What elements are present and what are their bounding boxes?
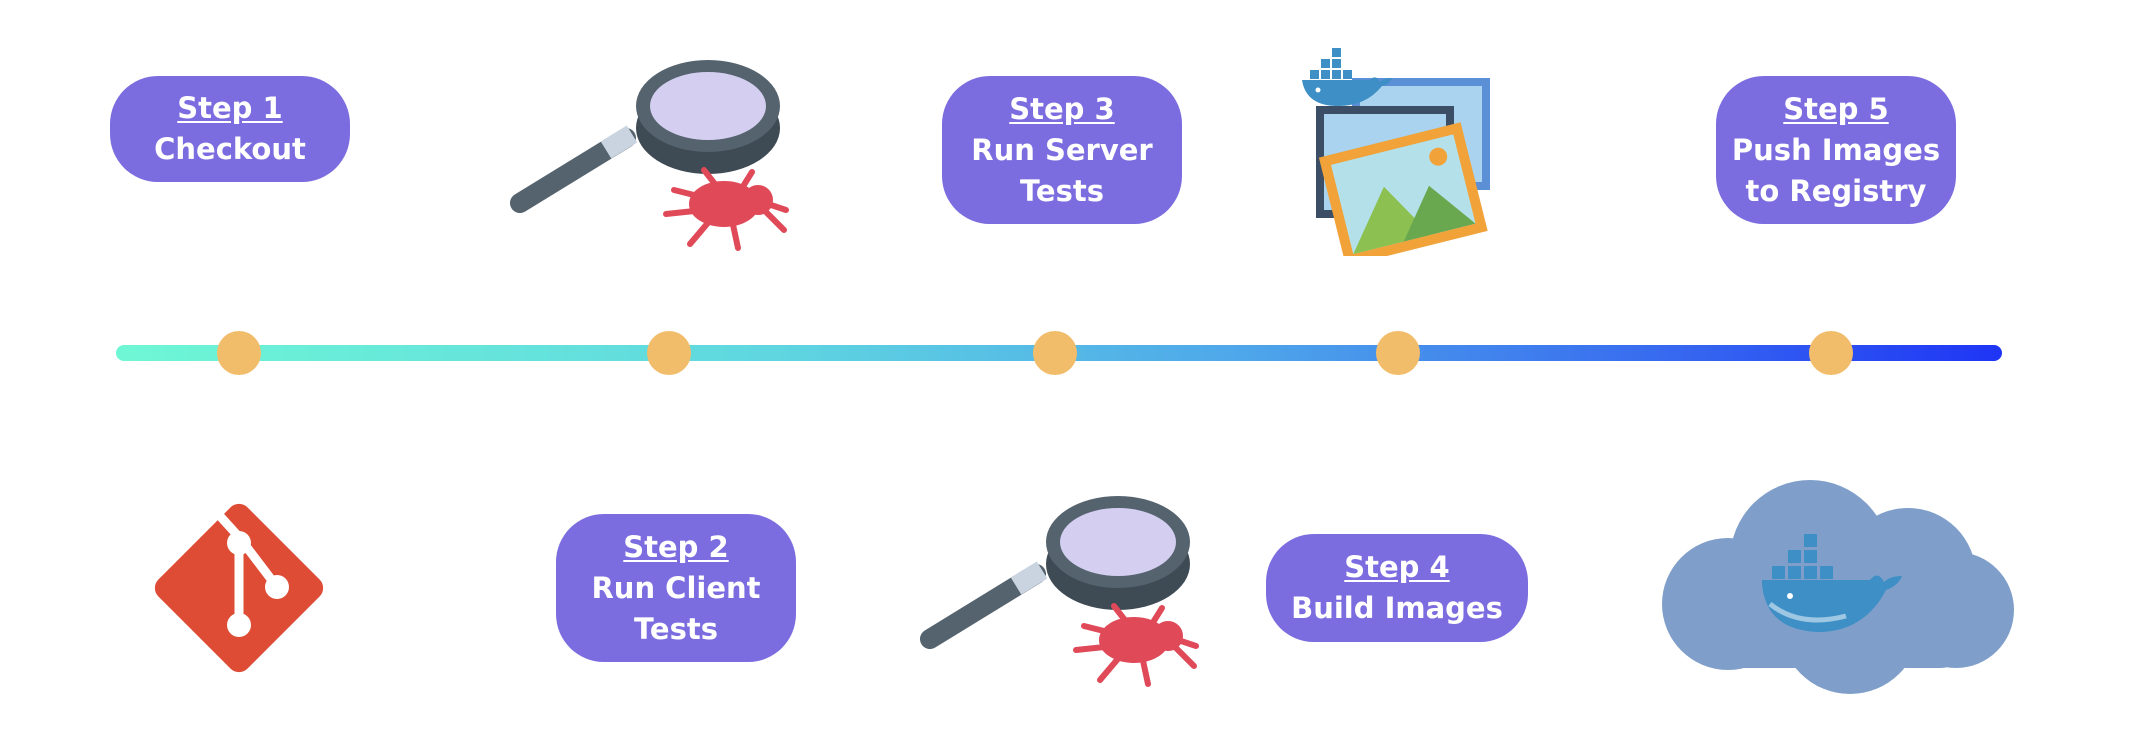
step-1-pill: Step 1 Checkout <box>110 76 350 182</box>
step-3-pill: Step 3 Run Server Tests <box>942 76 1182 224</box>
docker-images-icon <box>1302 48 1490 256</box>
timeline-dot-5 <box>1809 331 1853 375</box>
magnifier-bug-icon <box>510 60 789 251</box>
step-4-label: Build Images <box>1291 591 1503 625</box>
git-icon <box>154 503 324 673</box>
magnifier-bug-icon <box>920 496 1199 687</box>
timeline-dot-3 <box>1033 331 1077 375</box>
step-3-label: Run Server Tests <box>971 132 1153 208</box>
step-4-title: Step 4 <box>1344 550 1450 584</box>
timeline-dot-1 <box>217 331 261 375</box>
step-4-pill: Step 4 Build Images <box>1266 534 1528 642</box>
step-2-title: Step 2 <box>623 529 729 564</box>
docker-cloud-icon <box>1662 480 2014 694</box>
step-1-title: Step 1 <box>177 91 283 125</box>
step-2-label: Run Client Tests <box>591 570 761 646</box>
step-3-title: Step 3 <box>1009 91 1115 126</box>
timeline-dot-2 <box>647 331 691 375</box>
step-5-label: Push Images to Registry <box>1731 132 1941 208</box>
timeline-dot-4 <box>1376 331 1420 375</box>
step-1-label: Checkout <box>154 132 306 166</box>
step-5-title: Step 5 <box>1783 91 1889 126</box>
step-5-pill: Step 5 Push Images to Registry <box>1716 76 1956 224</box>
step-2-pill: Step 2 Run Client Tests <box>556 514 796 662</box>
